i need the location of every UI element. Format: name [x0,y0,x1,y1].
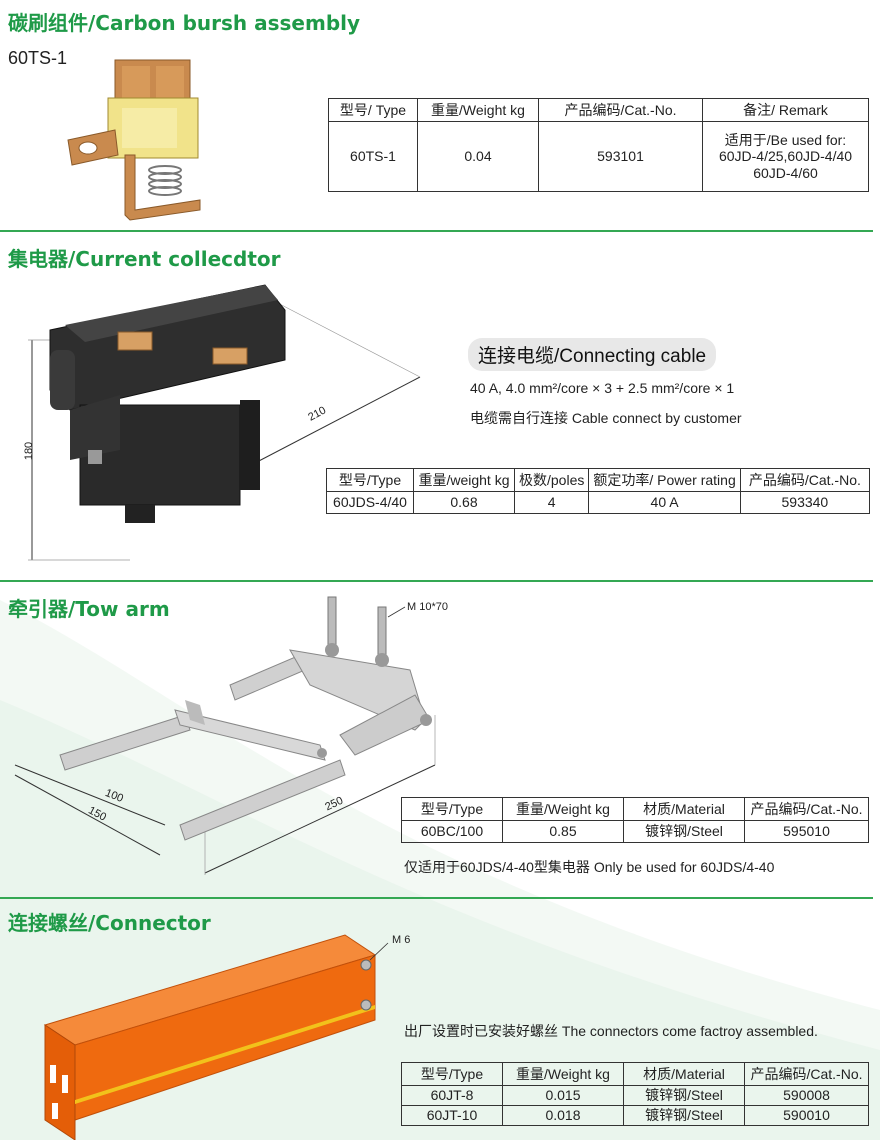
section-title-current-collector: 集电器/Current collecdtor [8,247,281,271]
col-header-catno: 产品编码/Cat.-No. [744,797,869,821]
remark-line: 60JD-4/25,60JD-4/40 [718,148,853,165]
cell-weight: 0.85 [502,820,624,843]
col-header-material: 材质/Material [623,797,745,821]
cell-material: 镀锌钢/Steel [623,1085,745,1106]
col-header-remark: 备注/ Remark [702,98,869,122]
section-title-connector: 连接螺丝/Connector [8,911,211,935]
cell-weight: 0.04 [417,121,539,192]
section-title-tow-arm: 牵引器/Tow arm [8,597,170,621]
cable-note: 电缆需自行连接 Cable connect by customer [470,410,742,426]
carbon-brush-image [67,59,201,221]
col-header-weight: 重量/weight kg [413,468,515,492]
col-header-power: 额定功率/ Power rating [588,468,741,492]
col-header-weight: 重量/Weight kg [502,797,624,821]
collector-spec-table: 型号/Type 重量/weight kg 极数/poles 额定功率/ Powe… [326,468,871,514]
col-header-type: 型号/Type [401,797,503,821]
col-header-catno: 产品编码/Cat.-No. [538,98,703,122]
cell-remark: 适用于/Be used for: 60JD-4/25,60JD-4/40 60J… [702,121,869,192]
cell-type: 60JT-8 [401,1085,503,1106]
col-header-material: 材质/Material [623,1062,745,1086]
section-title-carbon-brush: 碳刷组件/Carbon bursh assembly [8,11,361,35]
col-header-type: 型号/ Type [328,98,418,122]
cell-catno: 593340 [739,491,871,514]
dim-height-180: 180 [23,441,36,461]
bolt-label-m10: M 10*70 [407,601,448,613]
col-header-catno: 产品编码/Cat.-No. [744,1062,869,1086]
carbon-spec-table: 型号/ Type 重量/Weight kg 产品编码/Cat.-No. 备注/ … [328,98,869,192]
cell-type: 60JT-10 [401,1105,503,1126]
cell-material: 镀锌钢/Steel [623,1105,745,1126]
carbon-model-label: 60TS-1 [8,48,68,68]
cell-type: 60JDS-4/40 [326,491,414,514]
current-collector-image [28,284,421,561]
section-divider [0,230,873,232]
tow-arm-image [14,596,436,875]
tow-arm-note: 仅适用于60JDS/4-40型集电器 Only be used for 60JD… [404,859,775,875]
cell-weight: 0.015 [502,1085,624,1106]
connector-rail-image [43,934,389,1140]
col-header-poles: 极数/poles [513,468,590,492]
cell-catno: 595010 [744,820,869,843]
cell-material: 镀锌钢/Steel [623,820,745,843]
cell-power: 40 A [588,491,741,514]
col-header-weight: 重量/Weight kg [417,98,539,122]
cable-spec: 40 A, 4.0 mm²/core × 3 + 2.5 mm²/core × … [470,380,735,396]
cell-weight: 0.68 [413,491,515,514]
remark-line: 适用于/Be used for: [724,132,847,149]
bolt-label-m6: M 6 [392,934,411,946]
cell-catno: 593101 [538,121,703,192]
tow-arm-spec-table: 型号/Type 重量/Weight kg 材质/Material 产品编码/Ca… [401,797,869,843]
connector-note: 出厂设置时已安装好螺丝 The connectors come factroy … [404,1023,818,1039]
cell-type: 60BC/100 [401,820,503,843]
cell-catno: 590010 [744,1105,869,1126]
cell-type: 60TS-1 [328,121,418,192]
cell-catno: 590008 [744,1085,869,1106]
cell-poles: 4 [513,491,590,514]
col-header-catno: 产品编码/Cat.-No. [739,468,871,492]
section-divider [0,897,873,899]
col-header-type: 型号/Type [326,468,414,492]
cell-weight: 0.018 [502,1105,624,1126]
col-header-type: 型号/Type [401,1062,503,1086]
section-divider [0,580,873,582]
connecting-cable-label: 连接电缆/Connecting cable [468,338,717,371]
col-header-weight: 重量/Weight kg [502,1062,624,1086]
remark-line: 60JD-4/60 [753,164,818,181]
connector-spec-table: 型号/Type 重量/Weight kg 材质/Material 产品编码/Ca… [401,1062,869,1126]
